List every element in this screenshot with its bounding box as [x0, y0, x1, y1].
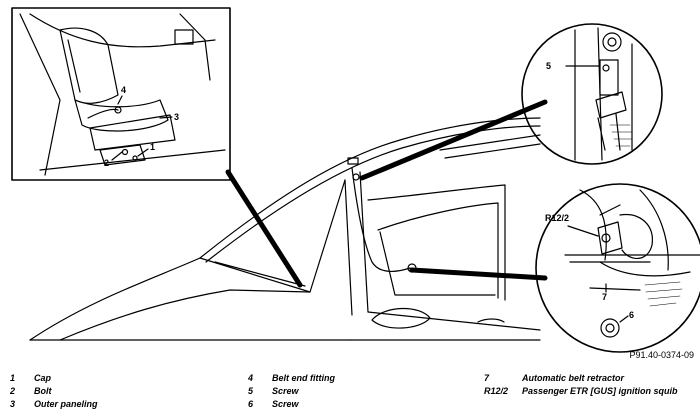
- legend-number: 1: [10, 373, 16, 383]
- belt-fitting-inset: [521, 23, 663, 165]
- callout-6: 6: [629, 310, 634, 320]
- legend-item: R12/2 Passenger ETR [GUS] ignition squib: [484, 385, 690, 398]
- legend-item: 1 Cap: [10, 372, 230, 385]
- legend-number: 2: [10, 386, 16, 396]
- callout-1: 1: [150, 142, 155, 152]
- legend-column-1: 1 Cap 2 Bolt 3 Outer paneling: [10, 372, 230, 411]
- figure-id: P91.40-0374-09: [629, 350, 694, 360]
- legend-label: Bolt: [34, 386, 52, 396]
- callout-2: 2: [104, 158, 109, 168]
- legend-number: 3: [10, 399, 16, 409]
- legend-item: 2 Bolt: [10, 385, 230, 398]
- inset-connector-lines: [225, 99, 548, 288]
- legend-column-3: 7 Automatic belt retractor R12/2 Passeng…: [484, 372, 690, 398]
- callout-3: 3: [174, 112, 179, 122]
- callout-7: 7: [602, 292, 607, 302]
- callout-labels: 4 3 2 1 5 R12/2 7 6: [104, 61, 634, 320]
- legend-label: Automatic belt retractor: [522, 373, 625, 383]
- seat-interior-inset: [11, 7, 231, 181]
- legend-label: Cap: [34, 373, 52, 383]
- legend-number: 7: [484, 373, 490, 383]
- legend-number: 6: [248, 399, 254, 409]
- legend-label: Screw: [272, 386, 299, 396]
- legend-item: 4 Belt end fitting: [248, 372, 468, 385]
- legend-item: 7 Automatic belt retractor: [484, 372, 690, 385]
- retractor-inset: [535, 183, 700, 353]
- legend-column-2: 4 Belt end fitting 5 Screw 6 Screw: [248, 372, 468, 411]
- legend-item: 6 Screw: [248, 398, 468, 411]
- vehicle-body-drawing: [29, 117, 541, 341]
- callout-r12-2: R12/2: [545, 213, 569, 223]
- legend-label: Screw: [272, 399, 299, 409]
- callout-5: 5: [546, 61, 551, 71]
- legend-number: 4: [248, 373, 254, 383]
- legend-number: R12/2: [484, 386, 509, 396]
- legend-label: Belt end fitting: [272, 373, 335, 383]
- callout-4: 4: [121, 85, 126, 95]
- legend-item: 5 Screw: [248, 385, 468, 398]
- legend-item: 3 Outer paneling: [10, 398, 230, 411]
- legend-label: Passenger ETR [GUS] ignition squib: [522, 386, 678, 396]
- legend-number: 5: [248, 386, 254, 396]
- legend-label: Outer paneling: [34, 399, 98, 409]
